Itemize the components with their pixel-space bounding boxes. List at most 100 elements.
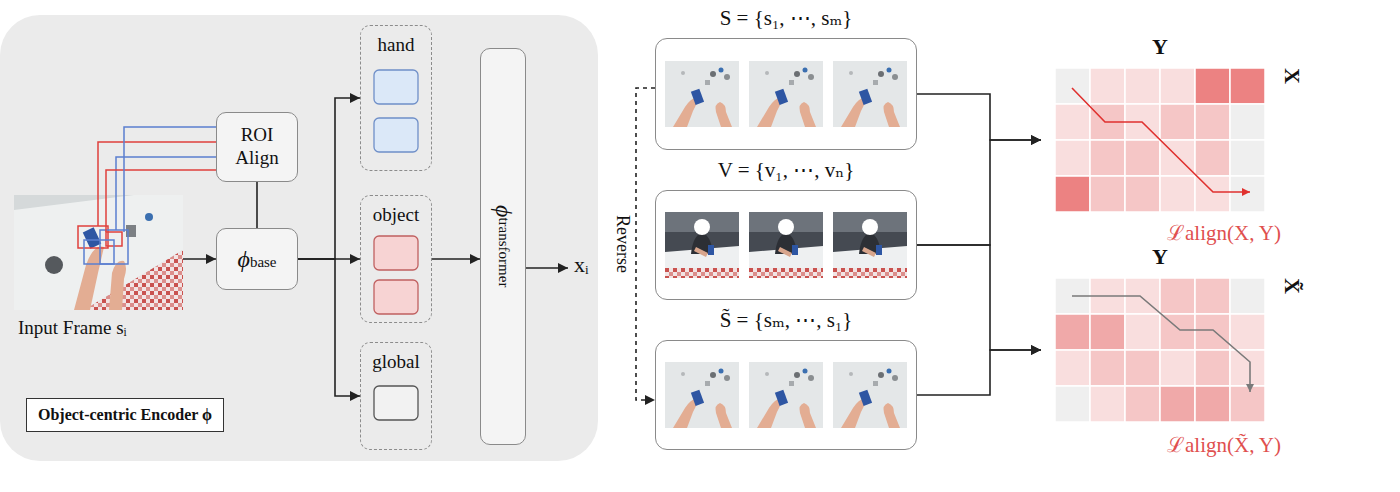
matrix-cell xyxy=(1195,140,1230,176)
axis-label: Y xyxy=(1055,244,1265,270)
connector-arrow xyxy=(298,258,360,260)
matrix-cell xyxy=(1230,68,1265,104)
frame-caption: Input Frame sᵢ xyxy=(18,317,127,339)
matrix-grid xyxy=(1055,278,1265,422)
video-frame xyxy=(749,362,823,428)
connector-arrow xyxy=(183,258,216,260)
matrix-cell xyxy=(1090,68,1125,104)
roi-lead-line xyxy=(116,157,216,230)
layout-shape xyxy=(84,240,114,264)
group-label: hand xyxy=(361,34,431,56)
connector-arrow xyxy=(917,350,1041,395)
video-frame xyxy=(665,212,739,278)
matrix-cell xyxy=(1055,140,1090,176)
hand-token xyxy=(374,118,418,152)
output-label: xᵢ xyxy=(574,252,589,278)
object-token xyxy=(374,280,418,314)
matrix-cell xyxy=(1195,68,1230,104)
matrix-cell xyxy=(1195,350,1230,386)
video-frame xyxy=(833,212,907,278)
matrix-cell xyxy=(1195,104,1230,140)
connector-arrow xyxy=(298,98,360,259)
matrix-cell xyxy=(1055,68,1090,104)
matrix-cell xyxy=(1055,176,1090,212)
base-network-box: ϕbase xyxy=(216,228,298,290)
matrix-cell xyxy=(1195,278,1230,314)
loss-label: ℒalign(X̃, Y) xyxy=(1167,430,1281,458)
hand-token xyxy=(374,70,418,104)
loss-label: ℒalign(X, Y) xyxy=(1167,218,1281,246)
matrix-cell xyxy=(1125,140,1160,176)
matrix-cell xyxy=(1160,278,1195,314)
alignment-matrix: YX̃ℒalign(X̃, Y) xyxy=(1055,278,1265,422)
object-token xyxy=(374,236,418,270)
box-label: ROI Align xyxy=(226,124,288,170)
connector-arrow xyxy=(917,140,1041,245)
layout-shape xyxy=(145,213,153,221)
matrix-cell xyxy=(1125,68,1160,104)
matrix-cell xyxy=(1160,176,1195,212)
matrix-cell xyxy=(1090,350,1125,386)
matrix-cell xyxy=(1055,350,1090,386)
group-label: global xyxy=(361,351,431,373)
matrix-cell xyxy=(1195,314,1230,350)
matrix-cell xyxy=(1195,386,1230,422)
output-arrow xyxy=(526,267,568,269)
sequence-box: S̃ = {sₘ, ⋯, s₁} xyxy=(655,340,917,450)
layout-shape xyxy=(45,256,63,274)
transformer-box: ϕtransformer xyxy=(480,48,526,445)
video-frame xyxy=(665,362,739,428)
token-group: global xyxy=(360,342,432,450)
matrix-cell xyxy=(1090,314,1125,350)
matrix-cell xyxy=(1055,314,1090,350)
matrix-cell xyxy=(1195,176,1230,212)
matrix-cell xyxy=(1125,350,1160,386)
global-token xyxy=(374,386,418,420)
matrix-cell xyxy=(1160,314,1195,350)
matrix-cell xyxy=(1090,140,1125,176)
matrix-cell xyxy=(1055,104,1090,140)
sequence-title: V = {v₁, ⋯, vₙ} xyxy=(656,158,916,183)
axis-label: X xyxy=(1279,68,1305,212)
sequence-box: V = {v₁, ⋯, vₙ} xyxy=(655,190,917,300)
token-group: object xyxy=(360,195,432,323)
matrix-cell xyxy=(1125,386,1160,422)
matrix-cell xyxy=(1125,176,1160,212)
sequence-title: S̃ = {sₘ, ⋯, s₁} xyxy=(656,308,916,333)
token-group: hand xyxy=(360,25,432,171)
box-label: ϕbase xyxy=(237,246,276,273)
matrix-cell xyxy=(1160,350,1195,386)
matrix-cell xyxy=(1160,104,1195,140)
edge-label: Reverse xyxy=(612,215,633,273)
box-label: ϕtransformer xyxy=(490,205,517,287)
axis-label: X̃ xyxy=(1279,278,1305,422)
matrix-cell xyxy=(1160,386,1195,422)
layout-shape xyxy=(83,227,101,248)
box-label: Object-centric Encoder ϕ xyxy=(38,406,212,424)
video-frame xyxy=(749,212,823,278)
sequence-box: S = {s₁, ⋯, sₘ} xyxy=(655,38,917,150)
matrix-cell xyxy=(1090,386,1125,422)
matrix-cell xyxy=(1230,104,1265,140)
connector-arrow xyxy=(256,182,258,228)
alignment-path xyxy=(1072,88,1250,192)
matrix-cell xyxy=(1230,314,1265,350)
connector-arrow xyxy=(298,259,360,396)
roi-lead-line xyxy=(106,170,216,232)
matrix-grid xyxy=(1055,68,1265,212)
sequence-title: S = {s₁, ⋯, sₘ} xyxy=(656,6,916,31)
video-frame xyxy=(833,61,907,127)
group-label: object xyxy=(361,204,431,226)
connector-arrow xyxy=(917,94,1041,140)
matrix-cell xyxy=(1055,386,1090,422)
matrix-cell xyxy=(1090,176,1125,212)
alignment-path xyxy=(1072,296,1250,392)
connector-arrow xyxy=(124,127,216,195)
matrix-cell xyxy=(1230,386,1265,422)
connector-arrow xyxy=(636,88,655,400)
matrix-cell xyxy=(1125,314,1160,350)
encoder-label-box: Object-centric Encoder ϕ xyxy=(26,398,224,432)
roi-lead-line xyxy=(123,195,125,232)
matrix-cell xyxy=(1160,68,1195,104)
